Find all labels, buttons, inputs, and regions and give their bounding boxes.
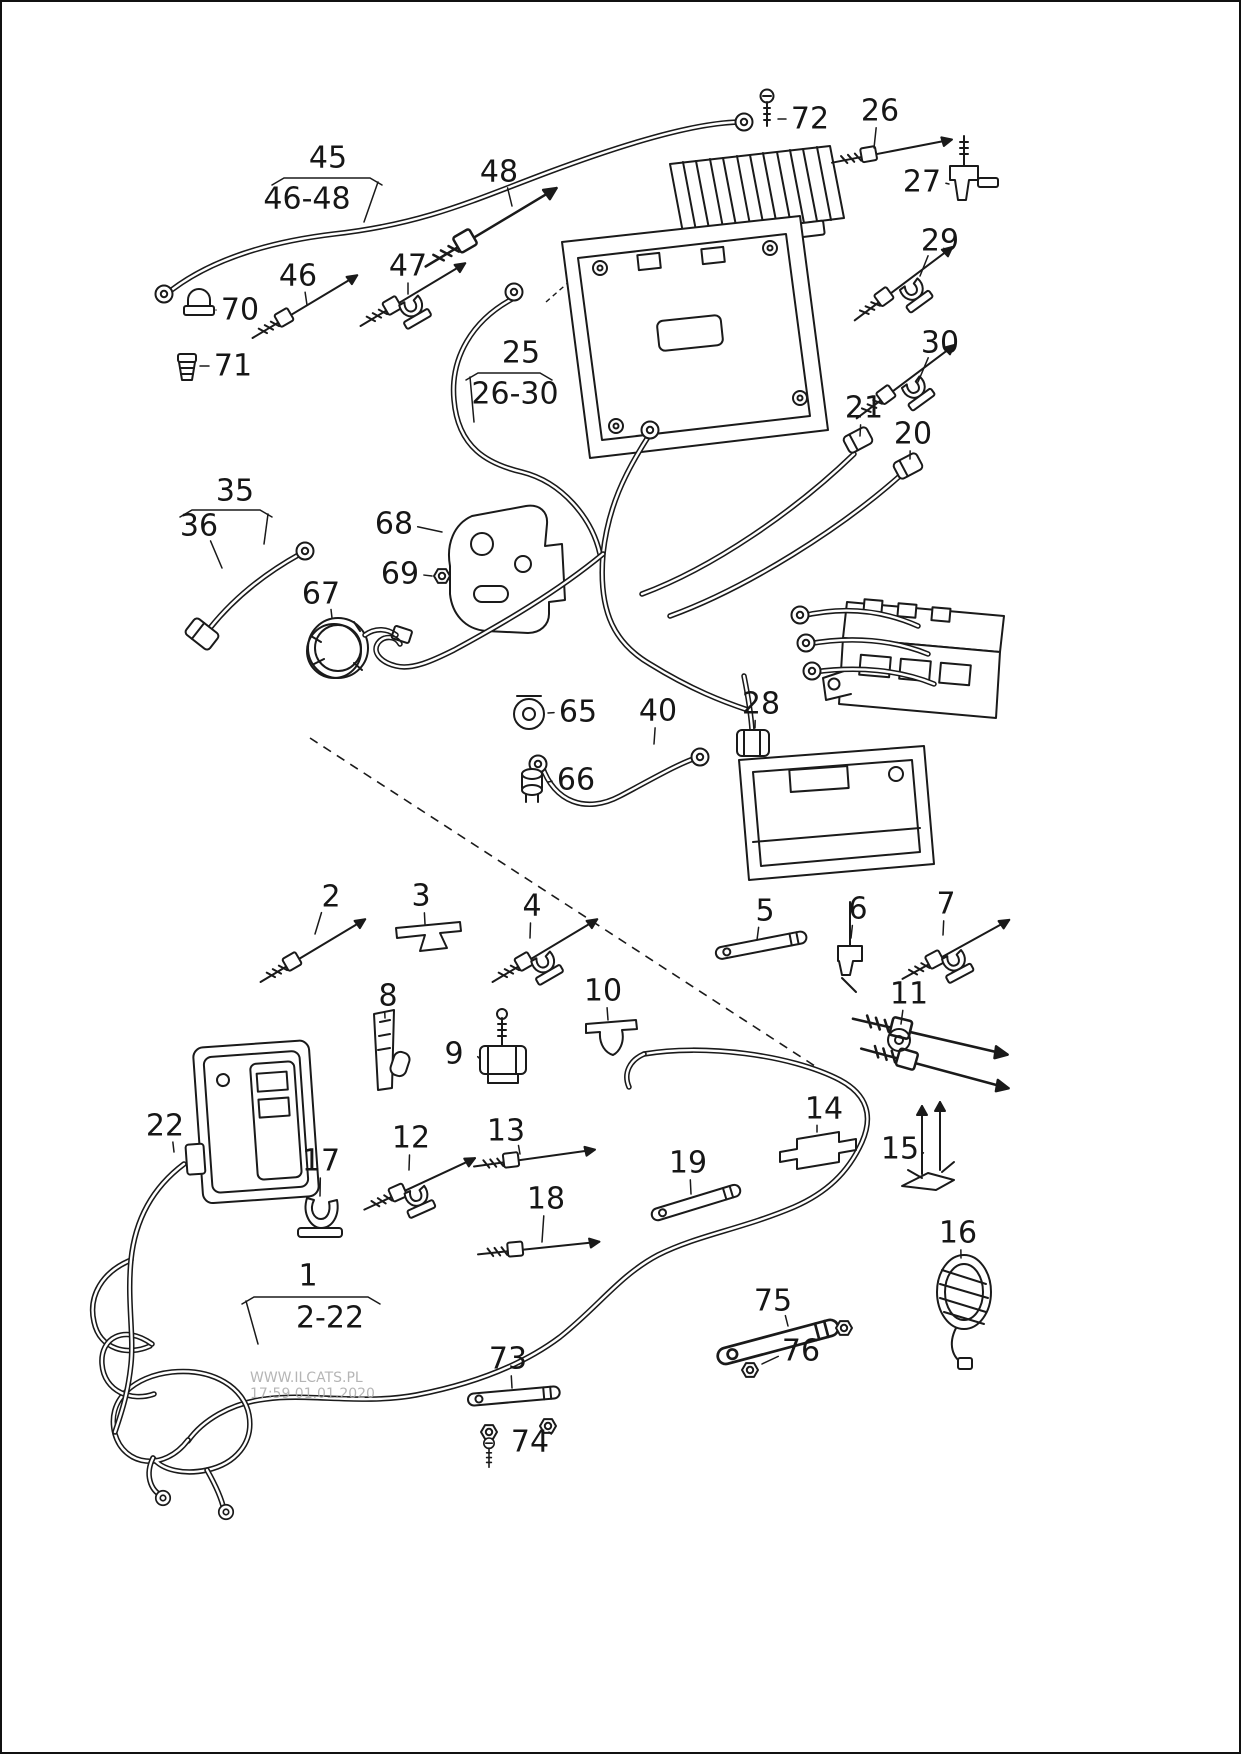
leader-line — [921, 1152, 925, 1155]
leader-line — [506, 187, 513, 207]
group-bracket — [241, 1296, 381, 1305]
cable-tie-11a — [850, 1006, 1011, 1065]
group-brackets — [179, 177, 553, 1305]
control-module-lower — [738, 745, 935, 881]
grommet-16 — [936, 1254, 992, 1370]
clip-10 — [585, 1019, 638, 1056]
cable-tie-11b — [858, 1036, 1013, 1098]
leader-line — [245, 1300, 259, 1345]
mounting-bracket-68 — [448, 504, 566, 634]
watermark-timestamp: 17:59 01.01.2020 — [250, 1386, 375, 1402]
leader-line — [850, 924, 854, 939]
leader-line — [423, 912, 426, 925]
control-unit-mounting-plate — [561, 215, 829, 459]
control-module-left — [184, 1039, 320, 1205]
leader-line — [945, 182, 950, 185]
strap-75 — [714, 1316, 842, 1368]
cable-tie-46 — [247, 268, 362, 344]
cable-tie-18 — [476, 1233, 601, 1261]
nut-74a — [480, 1424, 498, 1440]
nut-76b — [835, 1320, 853, 1336]
leader-line — [517, 1144, 521, 1155]
connector-67 — [390, 625, 413, 644]
leader-line — [548, 1431, 552, 1435]
leader-line — [606, 1007, 609, 1021]
leader-line — [873, 127, 877, 149]
leader-line — [172, 1141, 175, 1153]
cable-clip-70 — [183, 288, 215, 316]
strap-73 — [466, 1385, 562, 1407]
leader-line — [469, 376, 475, 423]
twin-pin-clip-15 — [901, 1101, 955, 1191]
cable-ties — [247, 131, 1014, 1261]
leader-line — [209, 540, 223, 569]
strap-5 — [713, 929, 809, 961]
watermark: WWW.ILCATS.PL 17:59 01.01.2020 — [250, 1370, 375, 1402]
leader-line — [330, 608, 333, 619]
leader-line — [263, 513, 269, 545]
clip-3 — [395, 921, 462, 952]
leader-line — [416, 526, 443, 533]
grommet-65 — [513, 695, 545, 730]
leader-line — [900, 1009, 904, 1025]
leader-line — [756, 926, 760, 941]
group-bracket — [465, 372, 553, 381]
coiled-cable-67 — [306, 617, 369, 679]
leader-line — [510, 1375, 513, 1389]
pin-bracket-6 — [837, 901, 863, 993]
connector-28 — [736, 729, 770, 757]
leader-line — [919, 255, 929, 277]
cable-tie-2 — [255, 912, 370, 988]
screw-clip-9 — [479, 1008, 527, 1084]
plug-66 — [521, 768, 543, 803]
bolt-74 — [482, 1437, 496, 1468]
leader-line — [917, 357, 929, 383]
leader-line — [942, 920, 945, 936]
screw-72 — [759, 88, 775, 127]
strap-19 — [649, 1182, 743, 1223]
leader-line — [363, 181, 379, 223]
leader-line — [423, 574, 433, 577]
leader-line — [784, 1314, 789, 1327]
leader-line — [761, 1355, 779, 1365]
cable-tie-29 — [848, 240, 958, 326]
connector-21 — [842, 426, 874, 454]
cable-tie-30 — [850, 338, 960, 424]
wedge-clip-8 — [373, 1009, 411, 1091]
cable-tie-26 — [829, 131, 955, 169]
leader-line — [304, 291, 308, 306]
group-bracket — [179, 509, 273, 518]
assembly-dashed-line — [309, 737, 859, 1095]
bracket-14 — [779, 1131, 857, 1170]
nut-69 — [433, 568, 451, 584]
leader-line — [314, 911, 323, 935]
leader-line — [653, 727, 656, 745]
leader-line — [689, 1179, 692, 1195]
nut-76a — [741, 1362, 759, 1378]
clip-17 — [297, 1197, 343, 1238]
battery-distribution-box — [822, 598, 1005, 719]
leader-line — [859, 424, 862, 437]
leader-line — [529, 922, 532, 939]
grommet-71 — [177, 353, 197, 381]
connector-36 — [184, 617, 220, 651]
cable-tie-13 — [471, 1141, 597, 1173]
leader-line — [408, 1154, 411, 1171]
connector-20 — [892, 452, 924, 480]
watermark-site: WWW.ILCATS.PL — [250, 1370, 363, 1386]
group-bracket — [271, 177, 383, 186]
sensor-27 — [949, 135, 999, 201]
assembly-dashed-leader — [545, 273, 579, 303]
leader-line — [547, 780, 553, 783]
leader-lines — [172, 118, 962, 1435]
leader-line — [541, 1215, 545, 1243]
nut-74b — [539, 1418, 557, 1434]
leader-line — [476, 1055, 480, 1059]
